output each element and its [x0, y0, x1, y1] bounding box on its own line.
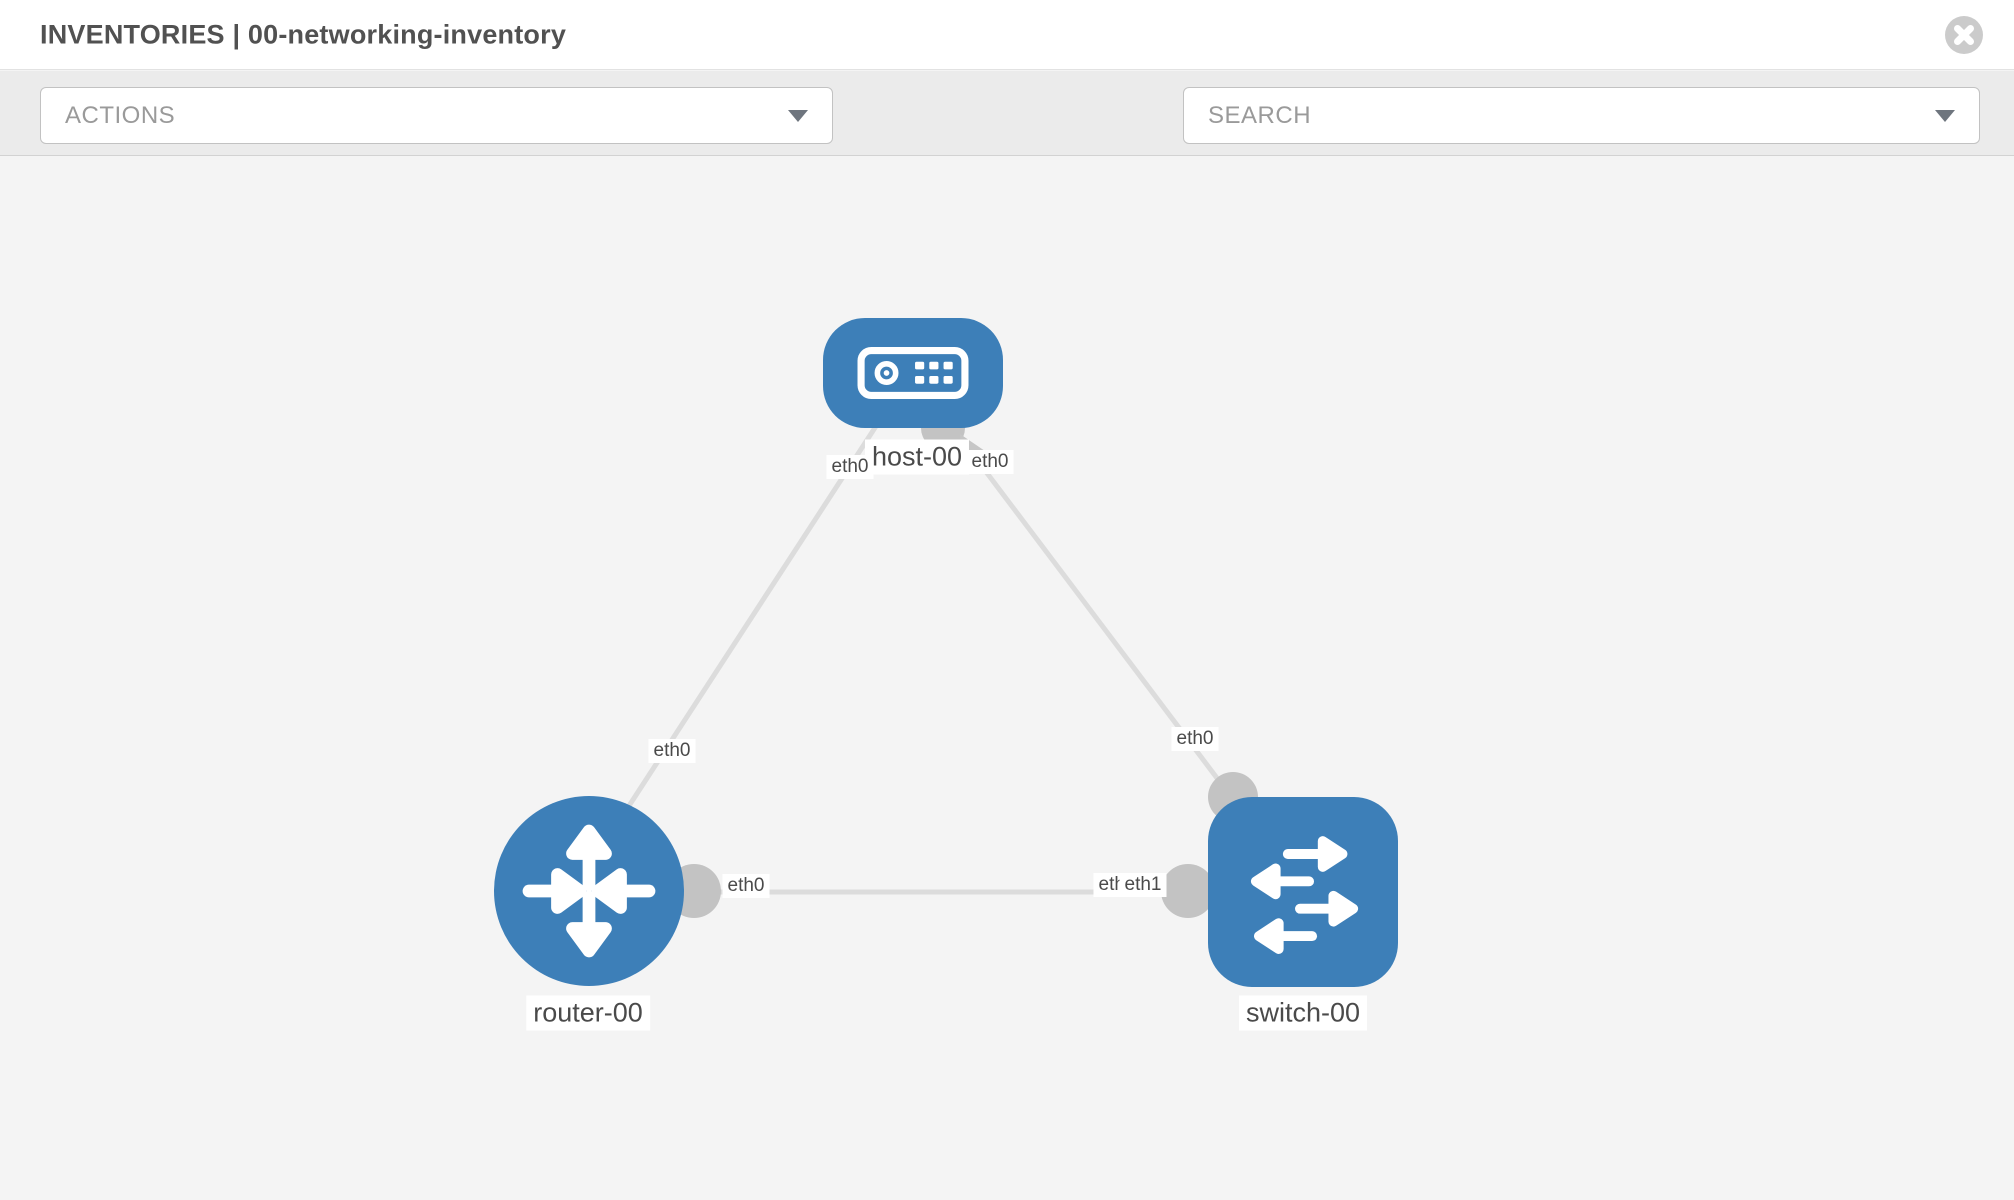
- actions-dropdown[interactable]: ACTIONS: [40, 87, 833, 144]
- node-router-00[interactable]: [494, 796, 684, 986]
- node-host-00[interactable]: [823, 318, 1003, 428]
- port-switch-left: [1161, 864, 1215, 918]
- if-label-router-eth0-up: eth0: [648, 739, 696, 763]
- header-bar: INVENTORIES | 00-networking-inventory: [0, 0, 2014, 70]
- node-label-host: host-00: [864, 439, 970, 475]
- if-label-host-eth0-left: eth0: [826, 455, 874, 479]
- search-placeholder: SEARCH: [1208, 101, 1312, 129]
- close-icon: [1945, 16, 1983, 54]
- node-switch-00[interactable]: [1208, 797, 1398, 987]
- router-icon: [522, 824, 656, 958]
- topology-canvas[interactable]: host-00 router-00 switch-00 eth0 eth0 et…: [0, 156, 2014, 1200]
- if-label-router-eth0: eth0: [722, 874, 770, 898]
- search-dropdown[interactable]: SEARCH: [1183, 87, 1980, 144]
- page-title: INVENTORIES | 00-networking-inventory: [40, 19, 567, 49]
- chevron-down-icon: [1935, 109, 1955, 122]
- if-label-switch-eth1: eth1: [1119, 873, 1167, 897]
- links-layer: [622, 406, 1258, 918]
- node-label-switch: switch-00: [1238, 995, 1368, 1031]
- host-icon: [857, 347, 969, 399]
- if-label-host-eth0-right: eth0: [966, 450, 1014, 474]
- if-label-switch-eth0: eth0: [1171, 727, 1219, 751]
- chevron-down-icon: [788, 109, 808, 122]
- node-label-router: router-00: [526, 995, 650, 1031]
- switch-icon: [1250, 836, 1359, 954]
- close-button[interactable]: [1944, 15, 1984, 55]
- toolbar: ACTIONS SEARCH: [0, 71, 2014, 207]
- actions-dropdown-label: ACTIONS: [65, 101, 176, 129]
